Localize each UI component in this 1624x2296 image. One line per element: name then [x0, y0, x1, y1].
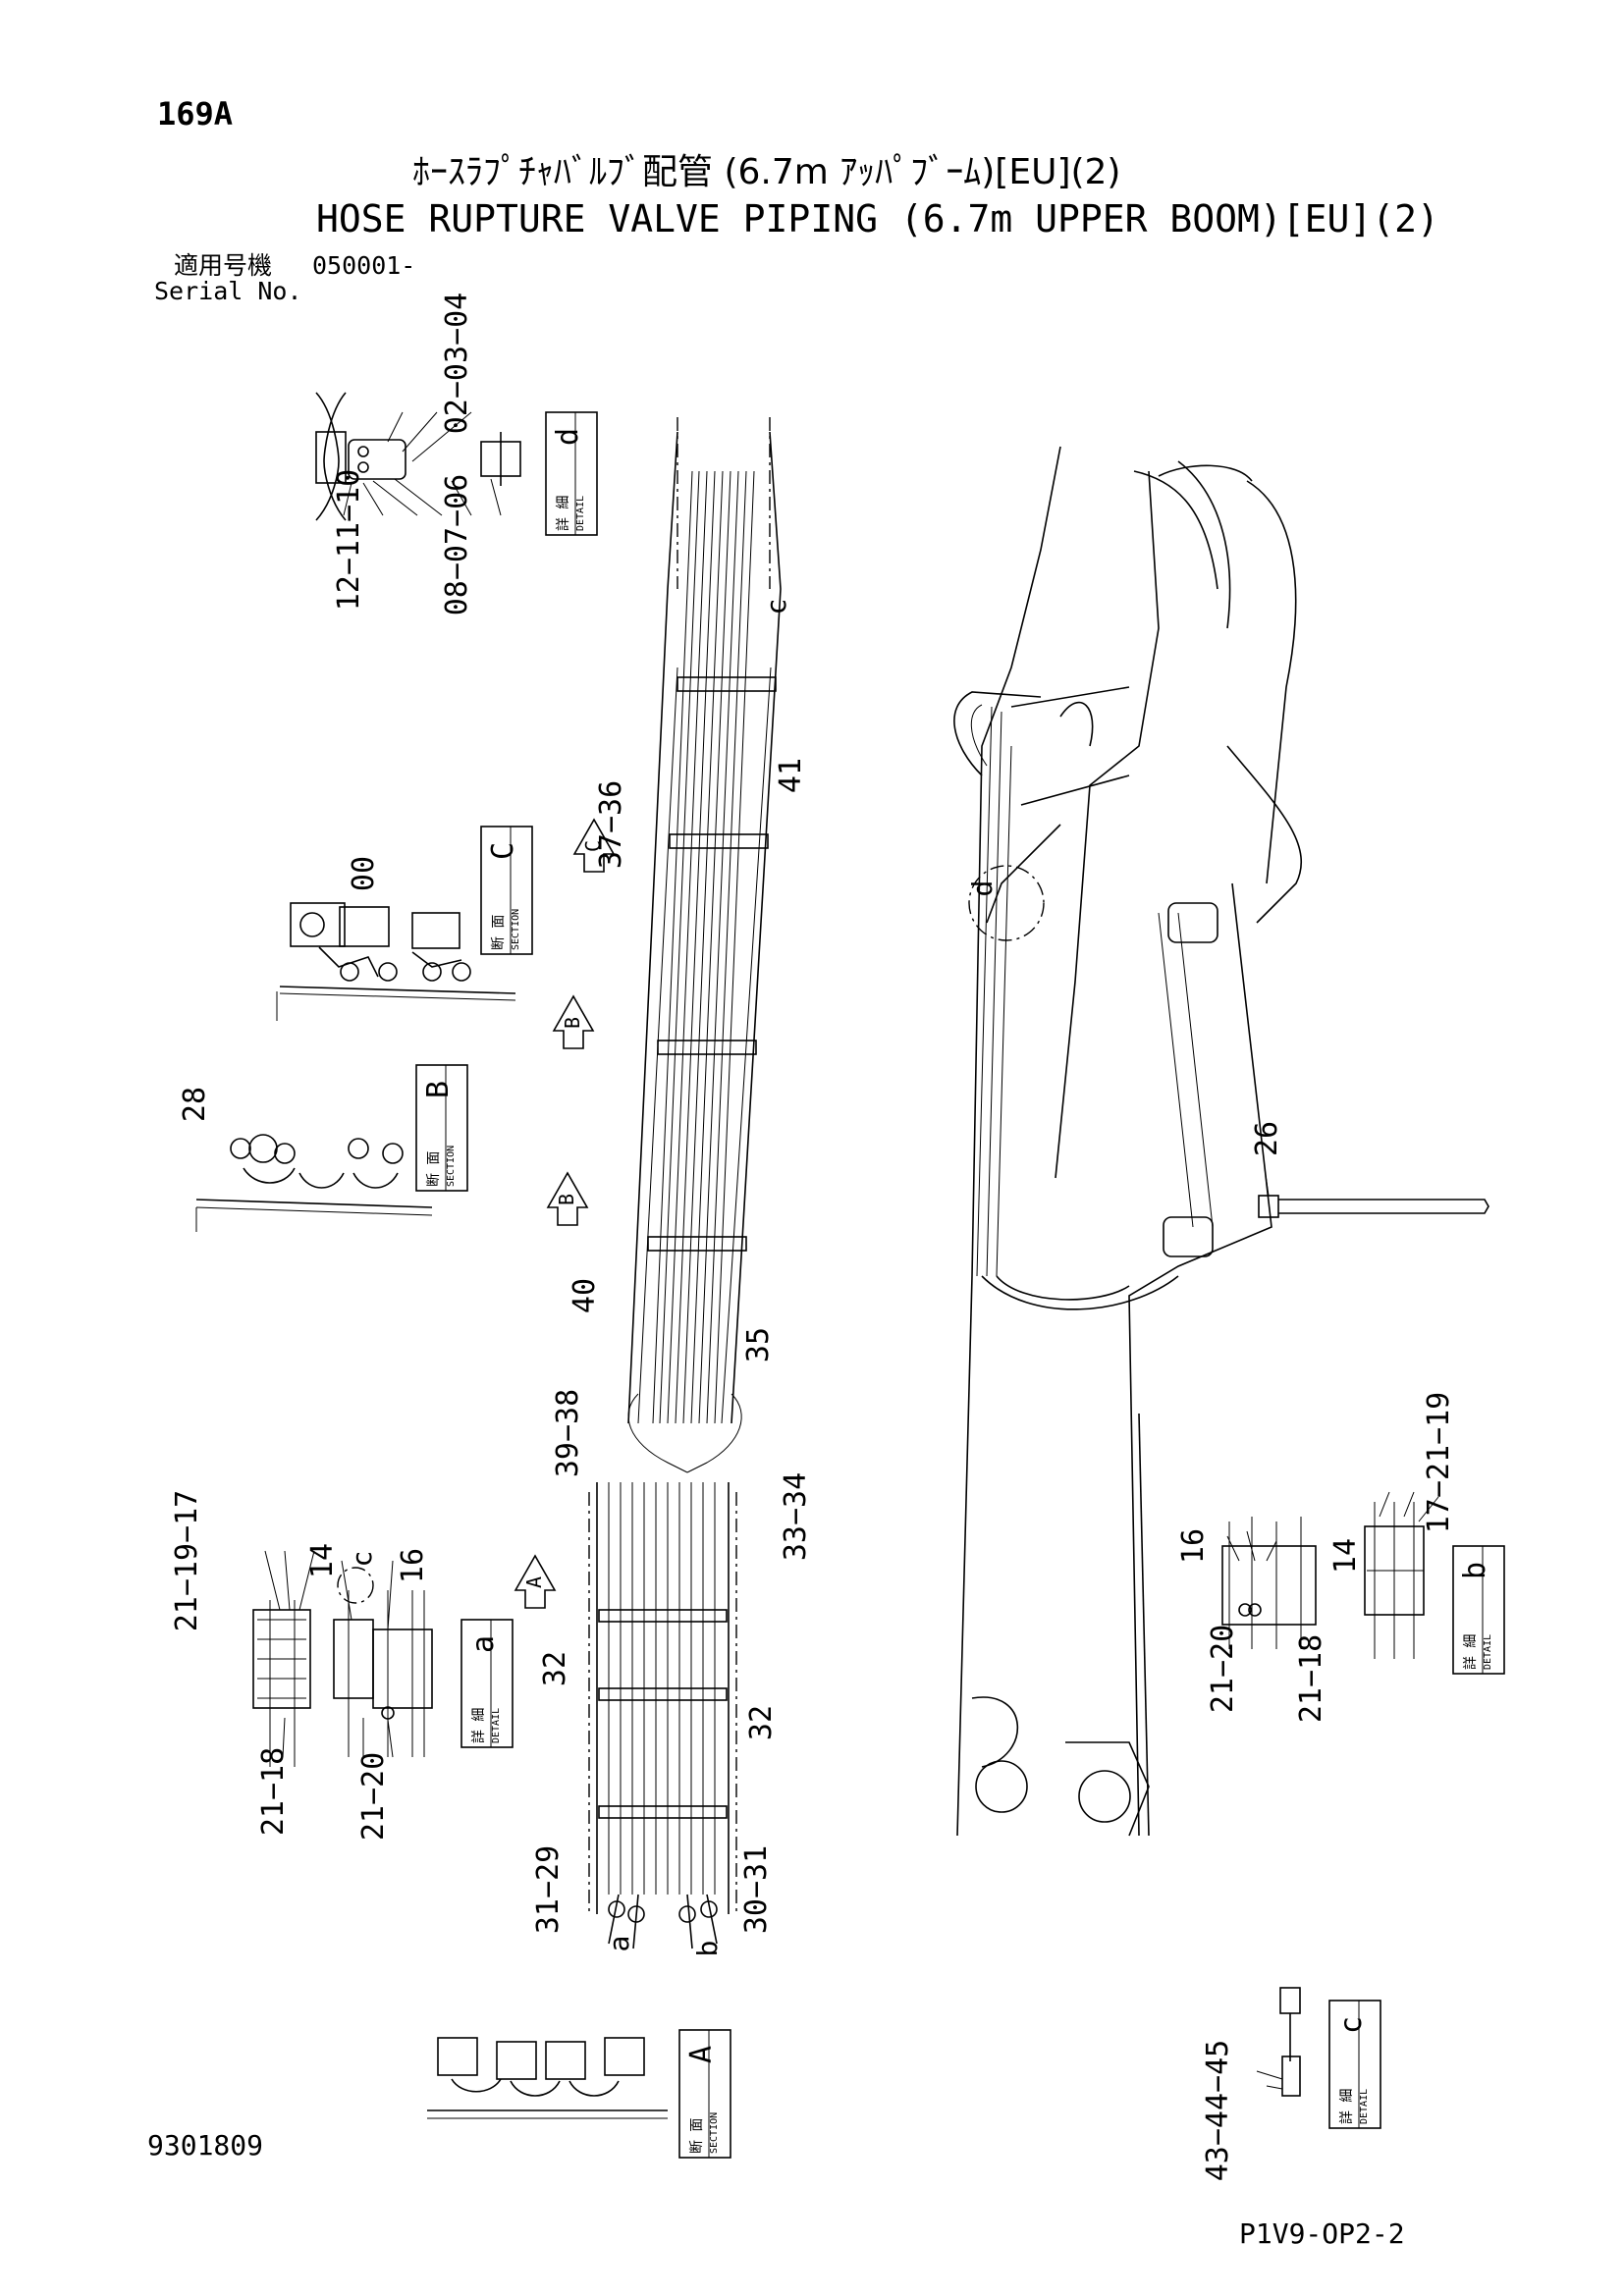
- callout-letter: a: [603, 1936, 635, 1952]
- section-a-drawing: [427, 2037, 668, 2119]
- part-number-label: 02−03−04: [440, 293, 474, 435]
- section-c-drawing: [276, 902, 516, 1021]
- part-number-label: 21−20: [356, 1752, 391, 1841]
- view-box-kind-en: DETAIL: [1359, 2089, 1370, 2124]
- svg-text:B: B: [561, 1017, 584, 1029]
- part-number-label: 28: [178, 1087, 212, 1122]
- view-box-letter: A: [684, 2046, 719, 2063]
- section-b-drawing: [195, 1134, 433, 1232]
- part-number-label: 21−20: [1206, 1625, 1240, 1713]
- detail-a-drawing: [252, 1550, 433, 1767]
- view-arrow-b: B: [546, 1171, 589, 1226]
- view-box-kind-ja: 断 面: [689, 2118, 705, 2154]
- view-box-letter: b: [1458, 1562, 1492, 1579]
- detail-d-drawing: [315, 392, 521, 521]
- part-number-label: 37−36: [594, 780, 628, 869]
- part-number-label: 21−19−17: [170, 1490, 204, 1632]
- callout-letter: b: [691, 1941, 724, 1957]
- title-english: HOSE RUPTURE VALVE PIPING (6.7m UPPER BO…: [316, 197, 1439, 240]
- callout-letter: d: [966, 881, 999, 897]
- part-number-label: 41: [774, 758, 808, 793]
- part-number-label: 43−44−45: [1201, 2040, 1235, 2182]
- view-arrow-a: A: [514, 1554, 557, 1609]
- part-number-label: 16: [1176, 1528, 1211, 1564]
- view-box-kind-ja: 詳 細: [471, 1708, 487, 1743]
- svg-text:B: B: [555, 1194, 578, 1205]
- view-box-section-b: 断 面 SECTION B: [415, 1064, 468, 1192]
- part-number-label: 00: [347, 856, 381, 891]
- svg-text:C: C: [581, 840, 605, 852]
- callout-letter: c: [760, 599, 792, 615]
- part-number-label: 08−07−06: [440, 474, 474, 616]
- view-box-kind-en: SECTION: [709, 2112, 720, 2154]
- view-box-detail-c: 詳 細 DETAIL c: [1328, 2000, 1381, 2129]
- view-box-kind-en: DETAIL: [1483, 1634, 1493, 1670]
- view-box-kind-ja: 詳 細: [556, 496, 571, 531]
- part-number-label: 26: [1250, 1121, 1284, 1156]
- view-box-letter: a: [466, 1635, 501, 1653]
- applicable-label: 適用号機: [174, 251, 273, 280]
- part-number-label: 35: [741, 1327, 776, 1362]
- serial-label: Serial No.: [154, 277, 302, 305]
- part-number-label: 30−31: [739, 1845, 774, 1934]
- view-box-kind-en: DETAIL: [491, 1708, 502, 1743]
- boom-top-view: [588, 417, 782, 1949]
- part-number-label: 39−38: [551, 1389, 585, 1477]
- model-code: P1V9-OP2-2: [1239, 2217, 1405, 2250]
- detail-c-drawing: [1256, 1987, 1301, 2097]
- cable-tie-drawing: [1258, 1167, 1489, 1218]
- view-box-detail-b: 詳 細 DETAIL b: [1452, 1545, 1505, 1675]
- view-arrow-b: B: [552, 994, 595, 1049]
- view-box-kind-en: SECTION: [446, 1146, 457, 1187]
- document-number: 9301809: [147, 2129, 264, 2162]
- title-japanese: ﾎｰｽﾗﾌﾟﾁｬﾊﾞﾙﾌﾞ配管 (6.7m ｱｯﾊﾟﾌﾞｰﾑ)[EU](2): [412, 152, 1121, 192]
- view-box-letter: c: [1334, 2016, 1369, 2034]
- view-box-section-a: 断 面 SECTION A: [678, 2029, 731, 2159]
- view-box-kind-en: SECTION: [511, 909, 521, 950]
- part-number-label: 33−34: [779, 1472, 813, 1561]
- view-box-kind-ja: 詳 細: [1463, 1634, 1479, 1670]
- part-number-label: 16: [396, 1548, 430, 1583]
- part-number-label: 14: [1328, 1538, 1363, 1574]
- view-arrow-c: C: [572, 818, 616, 873]
- part-number-label: 31−29: [531, 1845, 566, 1934]
- detail-b-drawing: [1221, 1491, 1439, 1659]
- part-number-label: 32: [538, 1651, 572, 1686]
- view-box-detail-a: 詳 細 DETAIL a: [460, 1619, 514, 1748]
- view-box-letter: B: [421, 1081, 456, 1098]
- part-number-label: 21−18: [256, 1747, 291, 1836]
- view-box-letter: C: [486, 842, 520, 860]
- callout-letter: c: [346, 1551, 378, 1568]
- svg-text:A: A: [522, 1576, 546, 1588]
- part-number-label: 14: [305, 1543, 340, 1578]
- boom-side-view: [953, 446, 1302, 1837]
- part-number-label: 40: [568, 1278, 602, 1313]
- part-number-label: 21−18: [1294, 1634, 1328, 1723]
- view-box-letter: d: [551, 428, 585, 446]
- view-box-kind-ja: 詳 細: [1339, 2089, 1355, 2124]
- part-number-label: 17−21−19: [1422, 1392, 1456, 1534]
- serial-value: 050001-: [312, 251, 416, 280]
- view-box-kind-ja: 断 面: [426, 1151, 442, 1187]
- part-number-label: 32: [744, 1705, 779, 1740]
- view-box-section-c: 断 面 SECTION C: [480, 826, 533, 955]
- view-box-detail-d: 詳 細 DETAIL d: [545, 411, 598, 536]
- part-number-label: 12−11−10: [332, 469, 366, 612]
- page-code: 169A: [157, 95, 234, 133]
- view-box-kind-en: DETAIL: [575, 496, 586, 531]
- view-box-kind-ja: 断 面: [491, 915, 507, 950]
